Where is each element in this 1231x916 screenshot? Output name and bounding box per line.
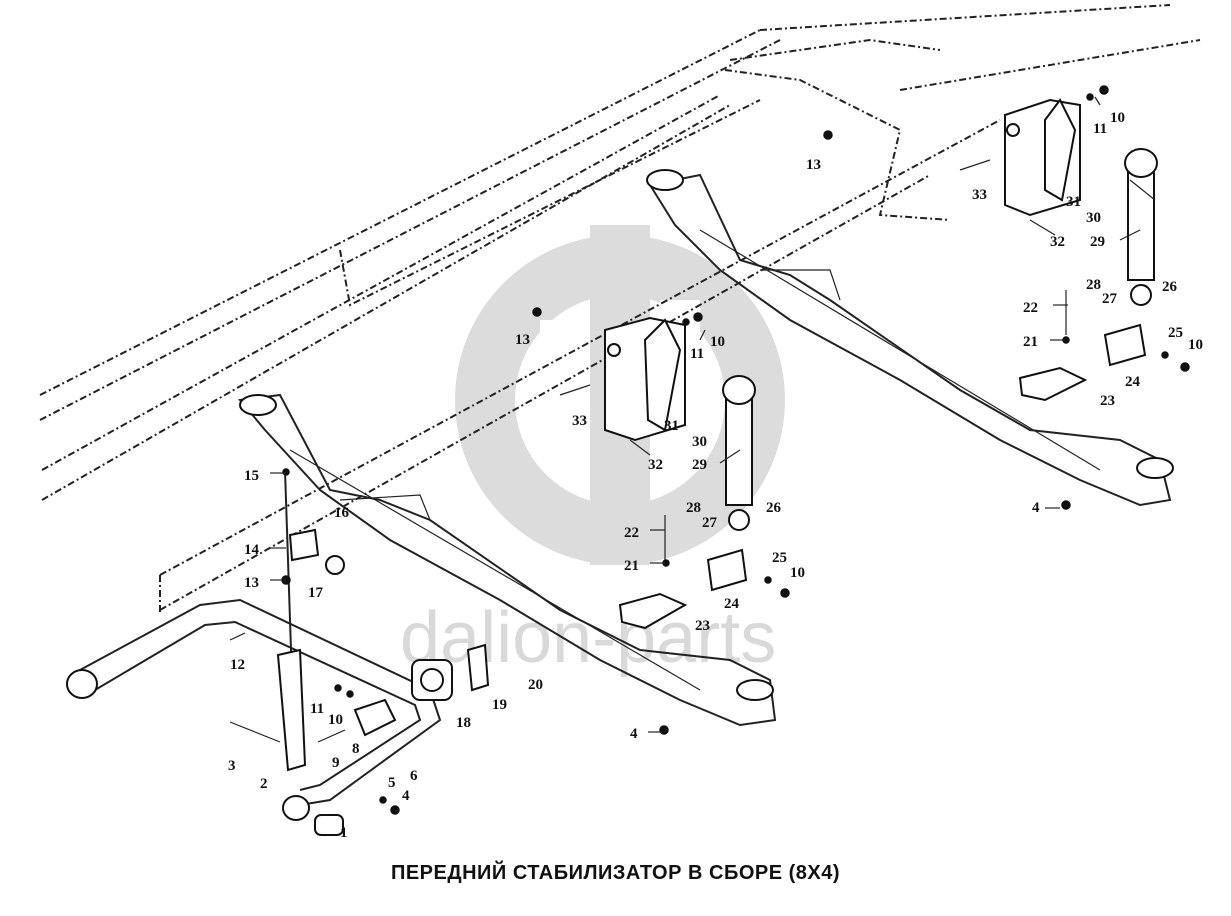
callout-8: 8 <box>352 741 360 757</box>
callout-12: 12 <box>230 657 245 673</box>
callout-1: 1 <box>340 825 348 841</box>
callout-29: 29 <box>1090 234 1105 250</box>
callout-31: 31 <box>1066 194 1081 210</box>
callout-24: 24 <box>724 596 740 612</box>
callout-30: 30 <box>1086 210 1101 226</box>
stabilizer-links <box>229 469 490 772</box>
callout-10: 10 <box>1188 337 1203 353</box>
callout-11: 11 <box>310 701 324 717</box>
callout-11: 11 <box>1093 121 1107 137</box>
callout-26: 26 <box>766 500 782 516</box>
callout-10: 10 <box>328 712 343 728</box>
rear-shock-assembly <box>959 98 1158 402</box>
callout-10: 10 <box>790 565 805 581</box>
callout-25: 25 <box>1168 325 1183 341</box>
watermark-text: dalion-parts <box>400 598 776 678</box>
chassis-frame <box>39 4 1201 612</box>
front-axle <box>238 393 777 727</box>
callout-21: 21 <box>1023 334 1038 350</box>
callout-28: 28 <box>1086 277 1101 293</box>
callout-29: 29 <box>692 457 707 473</box>
callout-4: 4 <box>402 788 410 804</box>
callout-18: 18 <box>456 715 471 731</box>
callout-9: 9 <box>332 755 340 771</box>
callout-13: 13 <box>244 575 259 591</box>
callout-27: 27 <box>1102 291 1118 307</box>
callout-32: 32 <box>648 457 663 473</box>
callout-3: 3 <box>228 758 236 774</box>
callout-11: 11 <box>690 346 704 362</box>
callout-labels: 1 2 3 4 4 4 5 6 8 9 10 10 10 10 10 11 11… <box>228 110 1203 841</box>
callout-15: 15 <box>244 468 259 484</box>
callout-25: 25 <box>772 550 787 566</box>
callout-10: 10 <box>710 334 725 350</box>
callout-19: 19 <box>492 697 507 713</box>
callout-21: 21 <box>624 558 639 574</box>
callout-27: 27 <box>702 515 718 531</box>
callout-32: 32 <box>1050 234 1065 250</box>
callout-13: 13 <box>806 157 821 173</box>
callout-20: 20 <box>528 677 543 693</box>
callout-26: 26 <box>1162 279 1178 295</box>
callout-16: 16 <box>334 505 350 521</box>
callout-28: 28 <box>686 500 701 516</box>
callout-30: 30 <box>692 434 707 450</box>
diagram-caption: ПЕРЕДНИЙ СТАБИЛИЗАТОР В СБОРЕ (8X4) <box>390 862 841 884</box>
callout-31: 31 <box>664 418 679 434</box>
rear-axle <box>646 169 1174 507</box>
callout-14: 14 <box>244 542 260 558</box>
callout-4: 4 <box>1032 500 1040 516</box>
callout-33: 33 <box>972 187 987 203</box>
front-shock-assembly <box>559 316 756 630</box>
callout-24: 24 <box>1125 374 1141 390</box>
leader-lines <box>229 96 1156 733</box>
callout-23: 23 <box>1100 393 1115 409</box>
callout-23: 23 <box>695 618 710 634</box>
callout-10: 10 <box>1110 110 1125 126</box>
callout-22: 22 <box>624 525 639 541</box>
callout-2: 2 <box>260 776 268 792</box>
callout-13: 13 <box>515 332 530 348</box>
callout-17: 17 <box>308 585 324 601</box>
callout-22: 22 <box>1023 300 1038 316</box>
callout-5: 5 <box>388 775 396 791</box>
callout-6: 6 <box>410 768 418 784</box>
callout-4: 4 <box>630 726 638 742</box>
callout-33: 33 <box>572 413 587 429</box>
